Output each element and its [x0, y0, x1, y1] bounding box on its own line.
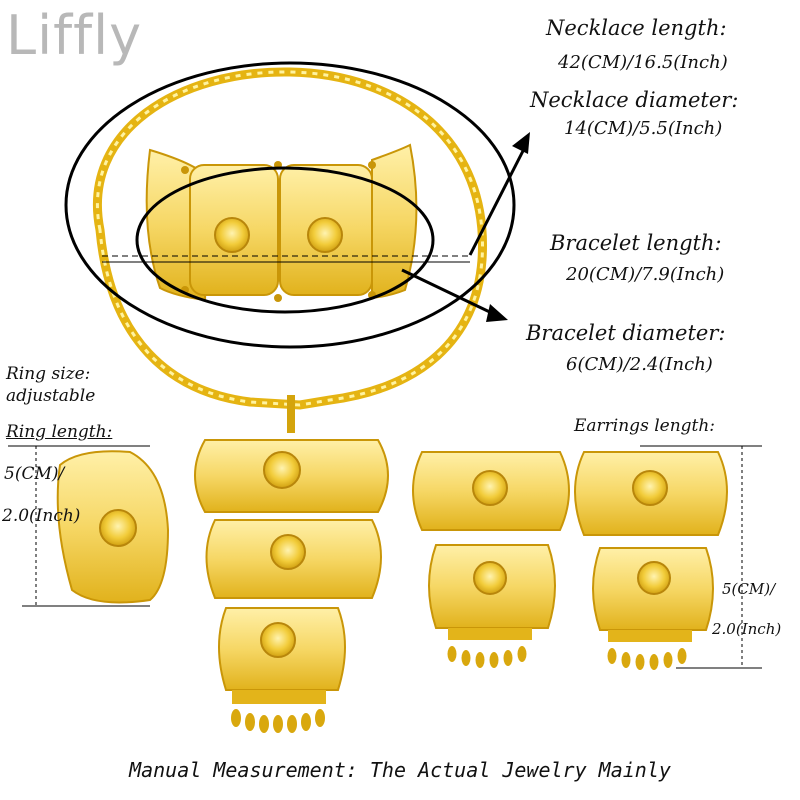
earrings-length-label: Earrings length:	[574, 416, 716, 436]
bracelet-diameter-label: Bracelet diameter:	[526, 321, 726, 345]
footer-note: Manual Measurement: The Actual Jewelry M…	[129, 758, 671, 782]
necklace-pendant	[194, 395, 389, 733]
earrings-length-value-inch: 2.0(Inch)	[712, 620, 782, 638]
necklace-arrow	[468, 132, 530, 256]
ring-length-label: Ring length:	[6, 422, 113, 442]
necklace-chain	[93, 67, 487, 410]
necklace-length-label: Necklace length:	[546, 16, 727, 40]
earrings-length-value-cm: 5(CM)/	[722, 580, 776, 598]
ring-size-value: adjustable	[6, 386, 96, 406]
ring-size-label: Ring size:	[6, 364, 91, 384]
necklace-length-value: 42(CM)/16.5(Inch)	[558, 52, 728, 73]
ring-length-value-cm: 5(CM)/	[4, 464, 65, 484]
bracelet-arrow	[401, 268, 508, 322]
necklace-diameter-value: 14(CM)/5.5(Inch)	[564, 118, 723, 139]
necklace-outline-ellipse	[64, 61, 516, 349]
necklace-diameter-label: Necklace diameter:	[530, 88, 739, 112]
earring-left	[412, 451, 570, 668]
ring-length-value-inch: 2.0(Inch)	[2, 506, 81, 526]
bracelet-length-label: Bracelet length:	[550, 231, 722, 255]
earring-right	[574, 451, 728, 670]
brand-logo: Liffly	[6, 4, 143, 67]
bracelet-outline-ellipse	[135, 166, 435, 314]
bracelet-diameter-value: 6(CM)/2.4(Inch)	[566, 354, 713, 375]
bracelet-length-value: 20(CM)/7.9(Inch)	[566, 264, 725, 285]
ring	[56, 450, 170, 604]
